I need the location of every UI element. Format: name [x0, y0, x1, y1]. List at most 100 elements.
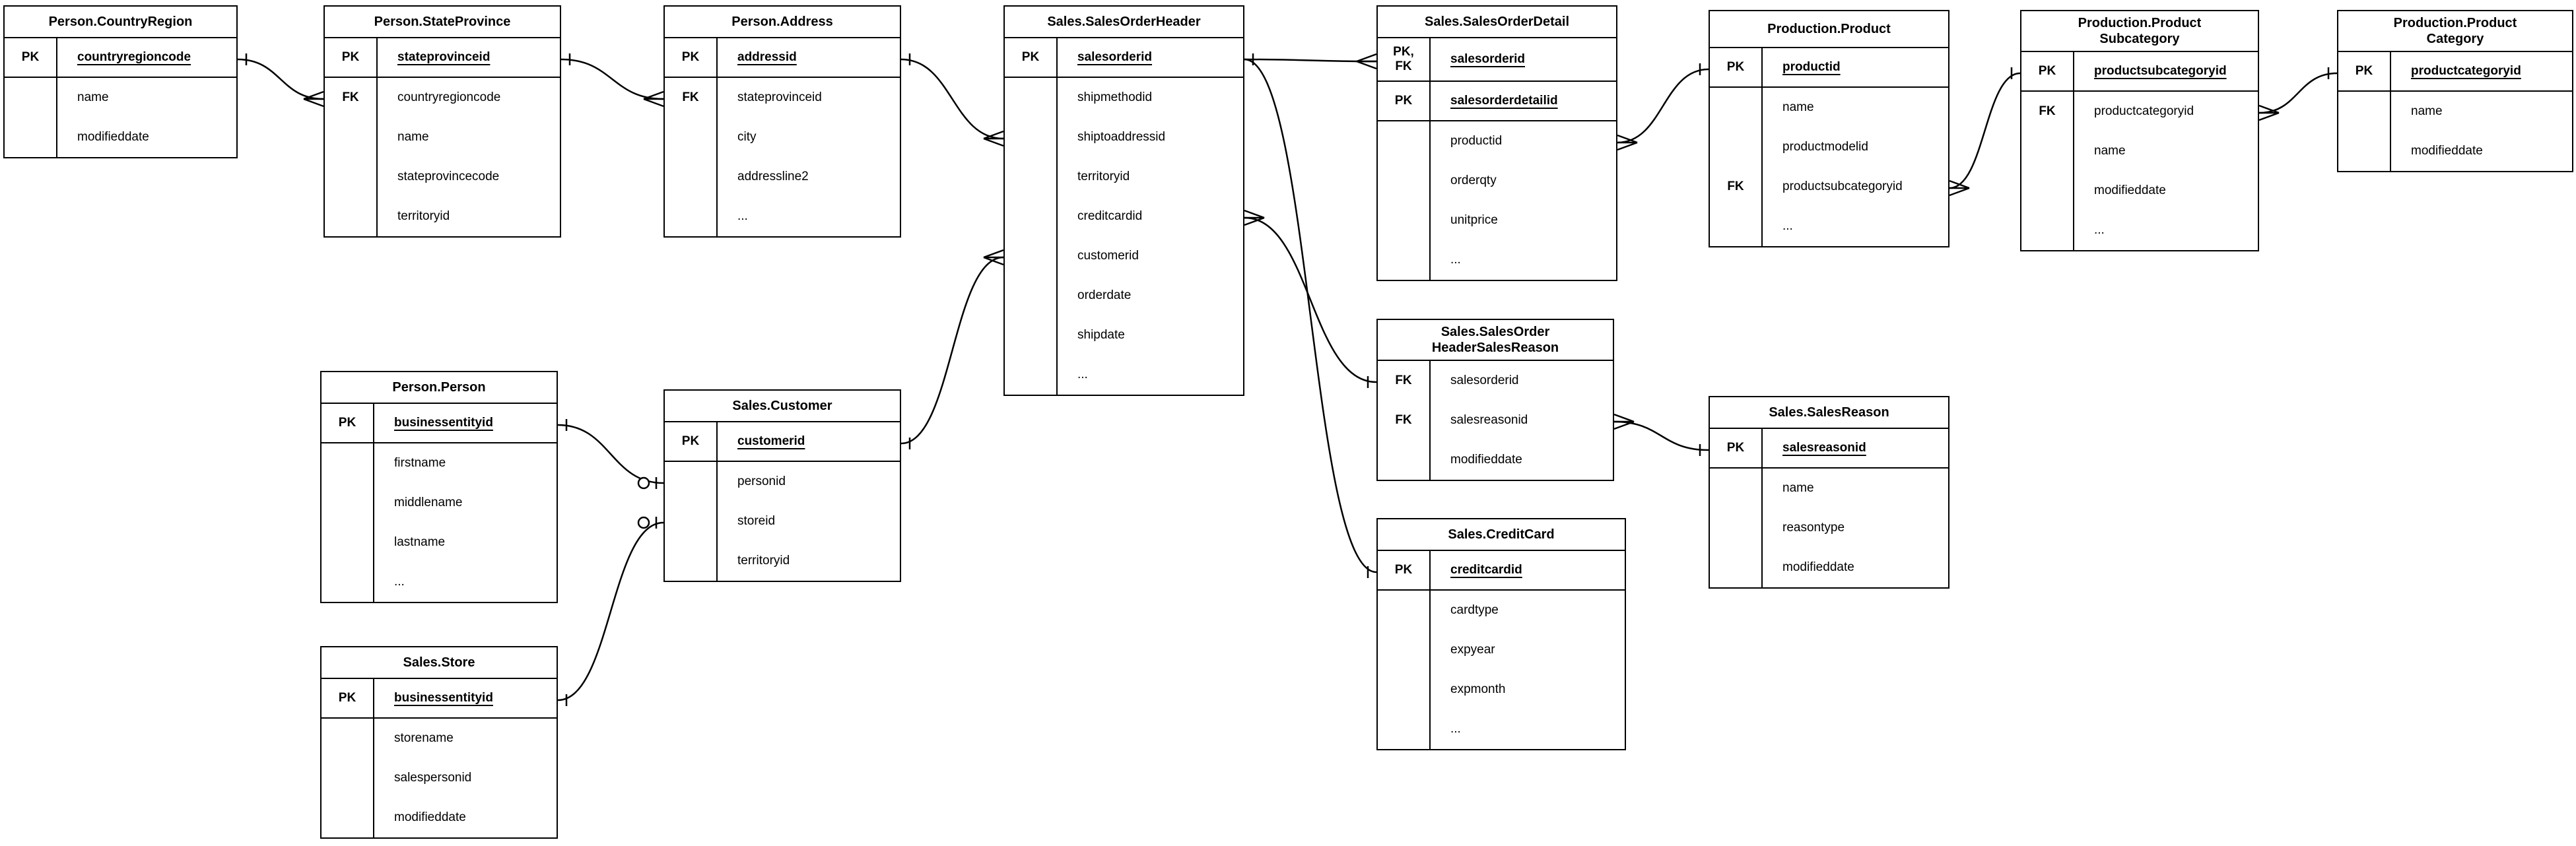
entity-title: Sales.Customer — [665, 391, 900, 422]
key-badge-empty — [1378, 591, 1431, 630]
key-badge-empty — [322, 758, 374, 798]
attribute-row-customerid: customerid — [1005, 236, 1243, 276]
key-badge-pk: PK — [1710, 429, 1763, 467]
key-badge-empty — [1710, 469, 1763, 508]
attribute-row-: ... — [665, 197, 900, 236]
attribute-row-name: name — [1710, 469, 1948, 508]
column-cell: businessentityid — [374, 679, 557, 717]
attribute-row-name: name — [2338, 92, 2572, 131]
column-cell: firstname — [374, 443, 557, 483]
attribute-row-territoryid: territoryid — [665, 541, 900, 581]
column-name: name — [397, 130, 429, 144]
attribute-row-name: name — [2021, 131, 2258, 171]
key-badge-empty — [1005, 355, 1058, 395]
column-name: productsubcategoryid — [1782, 179, 1903, 193]
column-cell: ... — [2074, 211, 2258, 250]
column-cell: orderdate — [1058, 276, 1243, 315]
relationship-address-salesorderheader — [900, 58, 1004, 140]
relationship-headersalesreason-salesreason — [1613, 420, 1709, 451]
column-name: storename — [394, 731, 454, 745]
key-badge-empty — [1710, 207, 1763, 246]
column-cell: territoryid — [1058, 157, 1243, 197]
key-badge-empty — [322, 523, 374, 562]
attribute-row-expyear: expyear — [1378, 630, 1625, 670]
column-cell: productcategoryid — [2074, 92, 2258, 131]
key-row-businessentityid: PK businessentityid — [322, 679, 557, 719]
column-cell: name — [378, 117, 560, 157]
relationship-salesorderheader-creditcard — [1244, 58, 1377, 573]
key-badge-empty — [1378, 440, 1431, 480]
attribute-row-name: name — [325, 117, 560, 157]
column-cell: stateprovinceid — [718, 78, 900, 117]
column-name: storeid — [737, 514, 776, 528]
column-name: businessentityid — [394, 416, 493, 430]
key-badge-empty — [665, 462, 718, 502]
relationship-salesorderheader-salesorderdetail — [1244, 58, 1377, 63]
relationship-product-productsubcategory — [1949, 72, 2021, 189]
key-row-salesorderdetailid: PK salesorderdetailid — [1378, 82, 1616, 121]
column-name: modifieddate — [2411, 144, 2483, 158]
column-name: personid — [737, 474, 786, 488]
column-cell: countryregioncode — [57, 38, 236, 77]
column-name: territoryid — [397, 209, 450, 223]
column-cell: productmodelid — [1763, 127, 1948, 167]
entity-title: Sales.SalesOrderDetail — [1378, 7, 1616, 38]
column-cell: reasontype — [1763, 508, 1948, 548]
column-cell: addressline2 — [718, 157, 900, 197]
column-name: territoryid — [1077, 170, 1130, 183]
column-cell: creditcardid — [1431, 551, 1625, 589]
key-badge-empty — [665, 157, 718, 197]
column-name: modifieddate — [2094, 183, 2166, 197]
attribute-row-shiptoaddressid: shiptoaddressid — [1005, 117, 1243, 157]
column-cell: salesorderid — [1431, 38, 1616, 81]
column-name: orderdate — [1077, 288, 1132, 302]
column-name: customerid — [1077, 249, 1139, 263]
column-name: productcategoryid — [2094, 104, 2194, 118]
key-badge-empty — [322, 443, 374, 483]
attribute-row-expmonth: expmonth — [1378, 670, 1625, 709]
key-badge-empty — [2338, 92, 2391, 131]
key-badge-pk: PK — [1378, 82, 1431, 120]
column-cell: modifieddate — [1763, 548, 1948, 587]
attribute-row-orderqty: orderqty — [1378, 161, 1616, 201]
column-cell: ... — [1431, 709, 1625, 749]
attribute-row-personid: personid — [665, 462, 900, 502]
key-badge-pk: PK — [5, 38, 57, 77]
entity-title: Production.Product Category — [2338, 11, 2572, 52]
key-badge-pk: PK — [2021, 52, 2074, 90]
column-cell: name — [57, 78, 236, 117]
attribute-row-name: name — [1710, 88, 1948, 127]
key-badge-empty — [322, 798, 374, 837]
key-badge-pk: PK — [322, 679, 374, 717]
attribute-row-modifieddate: modifieddate — [1378, 440, 1613, 480]
entity-title: Sales.Store — [322, 647, 557, 679]
column-cell: ... — [374, 562, 557, 602]
column-name: modifieddate — [77, 130, 149, 144]
column-cell: creditcardid — [1058, 197, 1243, 236]
relationship-stateprovince-address — [560, 58, 664, 100]
attribute-row-reasontype: reasontype — [1710, 508, 1948, 548]
column-name: name — [1782, 100, 1814, 114]
key-badge-empty — [1378, 121, 1431, 161]
attribute-row-: ... — [2021, 211, 2258, 250]
key-badge-pk: PK — [322, 404, 374, 442]
column-name: businessentityid — [394, 691, 493, 705]
key-badge-empty — [2338, 131, 2391, 171]
column-cell: expyear — [1431, 630, 1625, 670]
column-name: salesorderdetailid — [1450, 94, 1558, 108]
